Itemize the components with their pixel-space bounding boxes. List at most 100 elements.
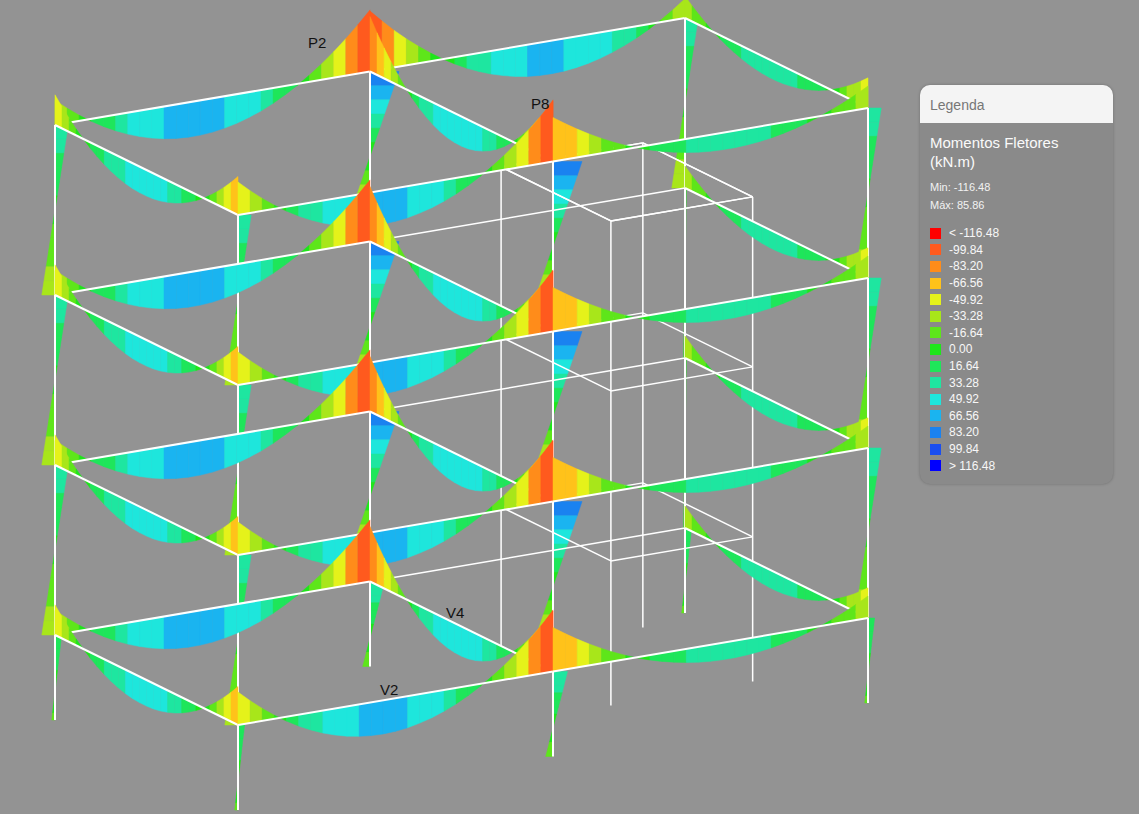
beam-moment <box>856 426 868 450</box>
legend-swatch <box>930 410 941 421</box>
beam-moment <box>231 177 238 216</box>
beam-moment <box>238 522 250 555</box>
beam-moment <box>370 187 377 246</box>
beam-moment <box>346 195 358 246</box>
beam-moment <box>408 354 420 388</box>
beam-moment <box>322 562 334 590</box>
beam-moment <box>154 684 161 712</box>
beam-moment <box>505 143 517 170</box>
beam-moment <box>476 123 483 151</box>
beam-moment <box>469 120 476 151</box>
beam-moment <box>55 435 62 469</box>
beam-moment <box>600 30 612 58</box>
beam-moment <box>261 258 273 281</box>
beam-moment <box>406 39 418 66</box>
beam-moment <box>444 688 456 711</box>
beam-moment <box>444 348 456 371</box>
beam-moment <box>213 606 225 642</box>
beam-moment <box>589 474 601 495</box>
beam-moment <box>529 116 541 166</box>
beam-moment <box>116 453 128 474</box>
beam-moment <box>231 347 238 386</box>
beam-moment <box>118 666 125 693</box>
beam-moment <box>517 130 529 168</box>
beam-moment <box>540 41 552 76</box>
column-moment <box>553 679 566 686</box>
legend-swatch <box>930 361 941 372</box>
beam-moment <box>440 106 447 138</box>
beam-moment <box>322 52 334 80</box>
beam-moment <box>565 464 577 500</box>
beam-moment <box>213 266 225 302</box>
beam-moment <box>311 541 323 563</box>
beam-moment <box>238 352 250 385</box>
column-moment <box>859 576 868 590</box>
beam-moment <box>237 262 249 293</box>
legend-text: 16.64 <box>949 359 979 373</box>
beam-moment <box>420 692 432 723</box>
column-moment <box>868 278 881 292</box>
beam-moment <box>447 620 454 653</box>
beam-moment <box>723 301 735 320</box>
beam-axis <box>370 188 685 242</box>
beam-moment <box>224 182 231 211</box>
beam-moment <box>541 441 553 504</box>
beam-moment <box>565 294 577 330</box>
beam-moment <box>384 218 391 252</box>
beam-moment <box>261 598 273 621</box>
beam-axis <box>55 582 370 636</box>
column-moment <box>55 493 64 507</box>
beam-moment <box>237 432 249 463</box>
legend-row: 16.64 <box>920 358 1113 375</box>
beam-moment <box>476 293 483 321</box>
beam-moment <box>444 518 456 541</box>
beam-moment <box>323 369 335 396</box>
beam-moment <box>188 610 200 647</box>
column-moment <box>370 270 389 284</box>
legend-panel: LegendaMomentos Fletores (kN.m)Min: -116… <box>920 85 1113 484</box>
beam-axis <box>553 278 868 332</box>
legend-swatch <box>930 278 941 289</box>
beam-moment <box>856 86 868 110</box>
column-moment <box>55 309 66 323</box>
column-moment <box>42 281 55 295</box>
beam-moment <box>128 451 140 477</box>
beam-moment <box>55 605 62 639</box>
beam-moment <box>164 444 176 478</box>
member-label: P8 <box>531 95 549 112</box>
column-moment <box>238 583 247 597</box>
beam-moment <box>455 283 462 316</box>
beam-moment <box>346 365 358 416</box>
column-moment <box>868 136 877 150</box>
legend-text: 66.56 <box>949 409 979 423</box>
beam-moment <box>408 524 420 558</box>
beam-axis <box>55 72 370 126</box>
beam-moment <box>322 222 334 250</box>
beam-moment <box>503 47 515 77</box>
legend-row: -49.92 <box>920 291 1113 308</box>
beam-moment <box>358 180 370 244</box>
column-moment <box>44 267 55 281</box>
beam-moment <box>462 117 469 149</box>
beam-moment <box>529 626 541 676</box>
legend-text: > 116.48 <box>949 459 995 473</box>
beam-moment <box>118 326 125 353</box>
beam-moment <box>125 670 132 699</box>
beam-moment <box>238 182 250 215</box>
shaft-edge <box>501 167 611 221</box>
column-moment <box>238 229 249 243</box>
column-moment <box>868 462 879 476</box>
beam-moment <box>132 333 139 363</box>
legend-text: 83.20 <box>949 425 979 439</box>
beam-moment <box>396 186 408 221</box>
column-moment <box>859 406 868 420</box>
legend-row: < -116.48 <box>920 225 1113 242</box>
beam-axis <box>55 465 238 555</box>
beam-moment <box>462 627 469 659</box>
beam-moment <box>408 184 420 218</box>
beam-moment <box>55 95 62 129</box>
beam-moment <box>447 450 454 483</box>
beam-moment <box>231 687 238 726</box>
beam-moment <box>128 281 140 307</box>
beam-moment <box>505 313 517 340</box>
